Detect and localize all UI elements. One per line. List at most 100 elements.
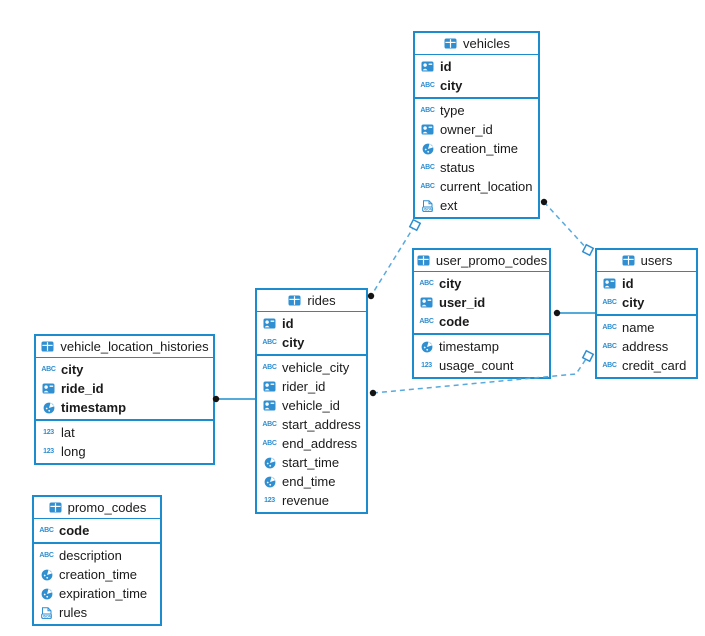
text-icon-label: ABC	[262, 339, 277, 346]
json-document-icon: JSON	[39, 606, 54, 619]
text-type-icon: ABC	[420, 107, 435, 114]
columns-section: ABC vehicle_city rider_id vehicle_id ABC…	[257, 354, 366, 512]
timestamp-clock-icon	[420, 143, 435, 155]
column-name: timestamp	[61, 400, 127, 415]
column-name: long	[61, 444, 86, 459]
text-type-icon: ABC	[420, 183, 435, 190]
column-name: description	[59, 548, 122, 563]
number-icon-label: 123	[264, 497, 275, 504]
text-icon-label: ABC	[420, 183, 435, 190]
column-row-vehicle_city[interactable]: ABC vehicle_city	[257, 358, 366, 377]
table-title: users	[640, 253, 673, 268]
column-row-name[interactable]: ABC name	[597, 318, 696, 337]
column-name: creation_time	[440, 141, 519, 156]
table-header[interactable]: users	[597, 250, 696, 272]
table-vehicles[interactable]: vehicles id ABC city ABC type	[413, 31, 540, 219]
column-row-code[interactable]: ABC code	[414, 312, 549, 331]
column-row-id[interactable]: id	[597, 274, 696, 293]
column-row-creation_time[interactable]: creation_time	[34, 565, 160, 584]
column-row-owner_id[interactable]: owner_id	[415, 120, 538, 139]
relation-endpoint-dot	[553, 309, 561, 317]
column-row-timestamp[interactable]: timestamp	[36, 398, 213, 417]
column-name: ext	[440, 198, 458, 213]
table-header[interactable]: user_promo_codes	[414, 250, 549, 272]
table-header[interactable]: promo_codes	[34, 497, 160, 519]
primary-key-section: ABC city user_id ABC code	[414, 272, 549, 333]
id-badge-icon	[420, 61, 435, 72]
text-type-icon: ABC	[420, 82, 435, 89]
text-icon-label: ABC	[602, 362, 617, 369]
column-row-end_address[interactable]: ABC end_address	[257, 434, 366, 453]
column-row-city[interactable]: ABC city	[415, 76, 538, 95]
column-name: city	[440, 78, 463, 93]
column-row-city[interactable]: ABC city	[597, 293, 696, 312]
column-row-long[interactable]: 123 long	[36, 442, 213, 461]
column-row-address[interactable]: ABC address	[597, 337, 696, 356]
column-row-start_address[interactable]: ABC start_address	[257, 415, 366, 434]
table-user_promo_codes[interactable]: user_promo_codes ABC city user_id ABC co…	[412, 248, 551, 379]
column-row-expiration_time[interactable]: expiration_time	[34, 584, 160, 603]
table-rides[interactable]: rides id ABC city ABC vehicle_city	[255, 288, 368, 514]
column-name: timestamp	[439, 339, 499, 354]
column-name: usage_count	[439, 358, 514, 373]
column-row-end_time[interactable]: end_time	[257, 472, 366, 491]
column-row-ride_id[interactable]: ride_id	[36, 379, 213, 398]
column-name: current_location	[440, 179, 533, 194]
table-header[interactable]: vehicle_location_histories	[36, 336, 213, 358]
id-badge-icon	[262, 400, 277, 411]
column-row-id[interactable]: id	[257, 314, 366, 333]
text-icon-label: ABC	[41, 366, 56, 373]
column-row-user_id[interactable]: user_id	[414, 293, 549, 312]
json-icon-label: JSON	[42, 614, 52, 618]
timestamp-clock-icon	[41, 402, 56, 414]
text-type-icon: ABC	[602, 343, 617, 350]
text-icon-label: ABC	[419, 318, 434, 325]
text-type-icon: ABC	[262, 440, 277, 447]
table-icon	[443, 38, 458, 49]
table-title: vehicle_location_histories	[60, 339, 209, 354]
table-users[interactable]: users id ABC city ABC name ABC	[595, 248, 698, 379]
column-row-code[interactable]: ABC code	[34, 521, 160, 540]
relation-vehicles-users[interactable]	[540, 198, 595, 257]
column-row-usage_count[interactable]: 123 usage_count	[414, 356, 549, 375]
column-row-city[interactable]: ABC city	[414, 274, 549, 293]
relation-user_promo_codes-users[interactable]	[553, 309, 595, 317]
column-row-current_location[interactable]: ABC current_location	[415, 177, 538, 196]
id-badge-icon	[419, 297, 434, 308]
column-name: status	[440, 160, 475, 175]
column-row-rider_id[interactable]: rider_id	[257, 377, 366, 396]
column-row-status[interactable]: ABC status	[415, 158, 538, 177]
column-row-revenue[interactable]: 123 revenue	[257, 491, 366, 510]
column-row-rules[interactable]: JSON rules	[34, 603, 160, 622]
table-vehicle_location_histories[interactable]: vehicle_location_histories ABC city ride…	[34, 334, 215, 465]
table-icon	[416, 255, 431, 266]
timestamp-clock-icon	[39, 569, 54, 581]
column-row-vehicle_id[interactable]: vehicle_id	[257, 396, 366, 415]
text-icon-label: ABC	[420, 82, 435, 89]
column-row-id[interactable]: id	[415, 57, 538, 76]
table-icon	[287, 295, 302, 306]
relation-vehicle_location_histories-rides[interactable]	[212, 395, 255, 403]
relation-endpoint-dot	[369, 389, 377, 397]
table-header[interactable]: vehicles	[415, 33, 538, 55]
text-icon-label: ABC	[602, 299, 617, 306]
table-title: user_promo_codes	[435, 253, 548, 268]
column-name: id	[440, 59, 452, 74]
column-row-timestamp[interactable]: timestamp	[414, 337, 549, 356]
table-header[interactable]: rides	[257, 290, 366, 312]
column-name: vehicle_id	[282, 398, 340, 413]
column-row-city[interactable]: ABC city	[36, 360, 213, 379]
column-row-description[interactable]: ABC description	[34, 546, 160, 565]
column-row-type[interactable]: ABC type	[415, 101, 538, 120]
text-type-icon: ABC	[420, 164, 435, 171]
column-row-creation_time[interactable]: creation_time	[415, 139, 538, 158]
column-row-city[interactable]: ABC city	[257, 333, 366, 352]
table-promo_codes[interactable]: promo_codes ABC code ABC description cre…	[32, 495, 162, 626]
column-name: rules	[59, 605, 88, 620]
column-row-credit_card[interactable]: ABC credit_card	[597, 356, 696, 375]
number-icon-label: 123	[43, 448, 54, 455]
column-row-start_time[interactable]: start_time	[257, 453, 366, 472]
column-row-ext[interactable]: JSON ext	[415, 196, 538, 215]
timestamp-clock-icon	[262, 476, 277, 488]
column-row-lat[interactable]: 123 lat	[36, 423, 213, 442]
